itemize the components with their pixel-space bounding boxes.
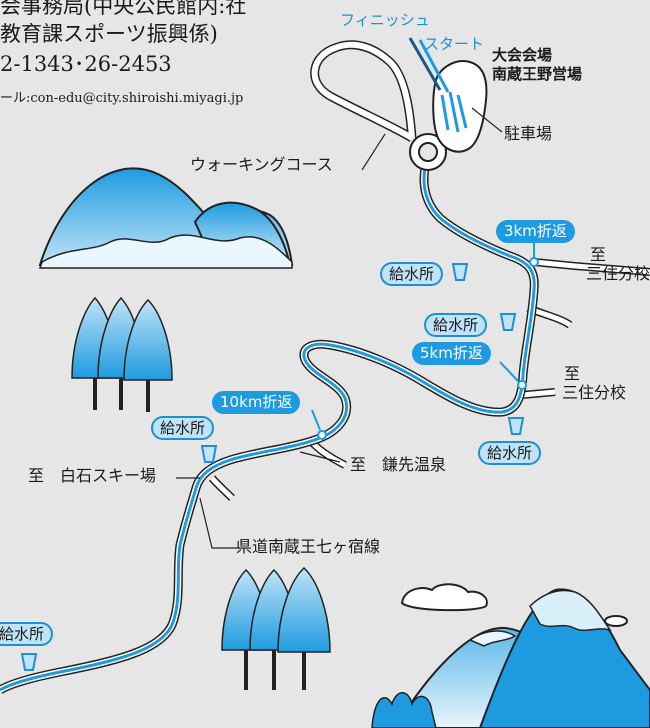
turnaround-5km: 5km折返	[412, 342, 491, 365]
office-line1: 会事務局(中央公民館内:社	[0, 0, 247, 18]
start-label: スタート	[424, 35, 485, 53]
leader-lines	[176, 451, 341, 549]
cup-icon	[20, 263, 525, 671]
walking-course-label: ウォーキングコース	[190, 155, 333, 174]
to-kamasaki-onsen: 至 鎌先温泉	[350, 455, 447, 474]
mountain-icon	[38, 167, 294, 269]
to-mark-sansumi-2: 至	[564, 364, 581, 383]
roundabout	[409, 133, 447, 171]
parking-label: 駐車場	[504, 124, 553, 143]
mountain-icon	[371, 588, 650, 728]
office-line2: 教育課スポーツ振興係)	[0, 22, 218, 46]
venue-name-line2: 南蔵王野営場	[492, 65, 583, 83]
turnaround-10km: 10km折返	[212, 391, 301, 414]
turnaround-point	[311, 240, 539, 440]
sansumi-branch-2: 三住分校	[562, 383, 627, 402]
tree-icon	[71, 296, 173, 412]
office-phone: 2-1343･26-2453	[0, 52, 172, 76]
water-station: 給水所	[151, 416, 215, 440]
water-station: 給水所	[424, 313, 488, 337]
race-course	[0, 150, 539, 694]
office-email: ール:con-edu@city.shiroishi.miyagi.jp	[0, 91, 244, 106]
prefectural-road-label: 県道南蔵王七ヶ宿線	[236, 537, 381, 556]
to-shiroishi-ski: 至 白石スキー場	[28, 466, 157, 485]
water-station: 給水所	[478, 441, 542, 465]
to-mark-sansumi-1: 至	[590, 245, 607, 264]
walking-course	[310, 40, 417, 171]
sansumi-branch-1: 三住分校	[586, 264, 650, 283]
finish-label: フィニッシュ	[340, 11, 430, 29]
water-station: 給水所	[0, 622, 54, 646]
venue-name-line1: 大会会場	[492, 46, 553, 64]
tree-icon	[221, 566, 331, 690]
cloud-icon	[400, 583, 628, 627]
water-station: 給水所	[380, 262, 444, 286]
turnaround-3km: 3km折返	[496, 220, 575, 243]
venue-area	[408, 37, 503, 153]
